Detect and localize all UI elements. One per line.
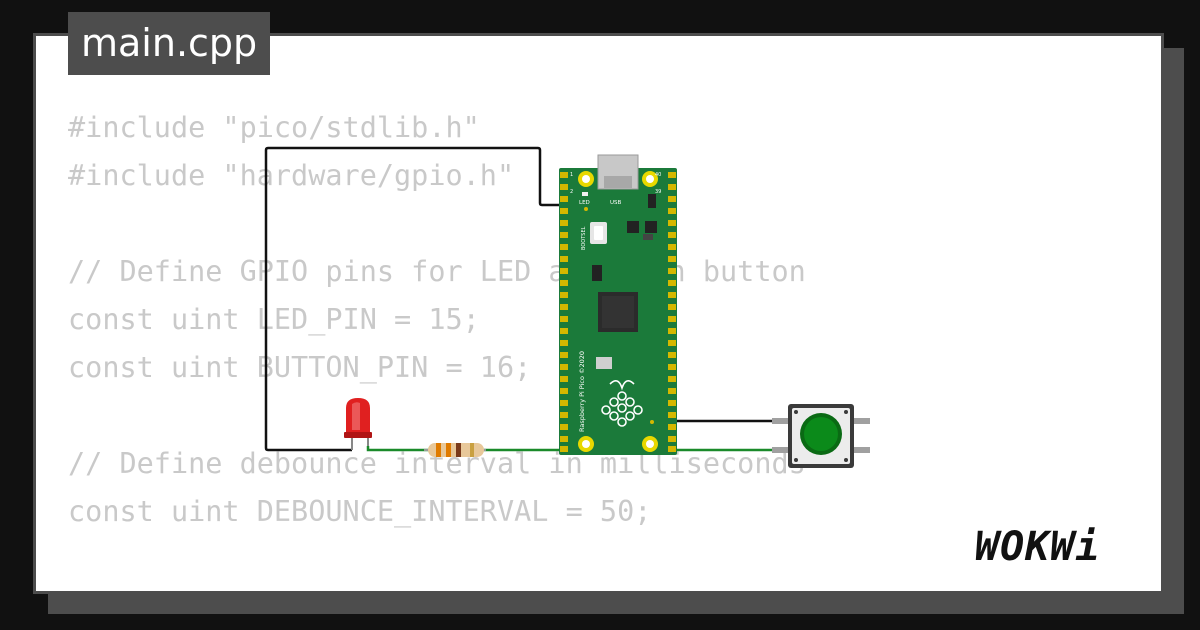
code-line: const uint LED_PIN = 15;: [68, 303, 480, 336]
pin-1-label: 1: [570, 172, 573, 178]
resistor[interactable]: [424, 443, 486, 457]
code-line: const uint BUTTON_PIN = 16;: [68, 351, 532, 384]
pico-board[interactable]: 1 2 40 39 LED USB BOOTSEL Raspberry Pi P…: [559, 154, 677, 455]
code-line: #include "pico/stdlib.h": [68, 111, 480, 144]
pin-40-label: 40: [655, 172, 661, 178]
code-line: #include "hardware/gpio.h": [68, 159, 515, 192]
file-tab[interactable]: main.cpp: [68, 12, 271, 75]
board-silkscreen: Raspberry Pi Pico ©2020: [578, 351, 586, 432]
onboard-led: [582, 192, 588, 196]
push-button[interactable]: [772, 404, 870, 468]
bootsel-label: BOOTSEL: [581, 226, 587, 250]
pin-2-label: 2: [570, 189, 573, 195]
raspberry-logo-icon: [601, 380, 643, 427]
pin-39-label: 39: [655, 189, 661, 195]
red-led[interactable]: [344, 398, 372, 450]
code-line: const uint DEBOUNCE_INTERVAL = 50;: [68, 495, 652, 528]
wokwi-logo: WOKWi: [975, 524, 1101, 570]
wire-green-led[interactable]: [366, 446, 430, 452]
usb-label: USB: [610, 200, 622, 206]
wire-black-led[interactable]: [264, 146, 568, 452]
led-label: LED: [579, 200, 590, 206]
crystal: [596, 357, 612, 369]
